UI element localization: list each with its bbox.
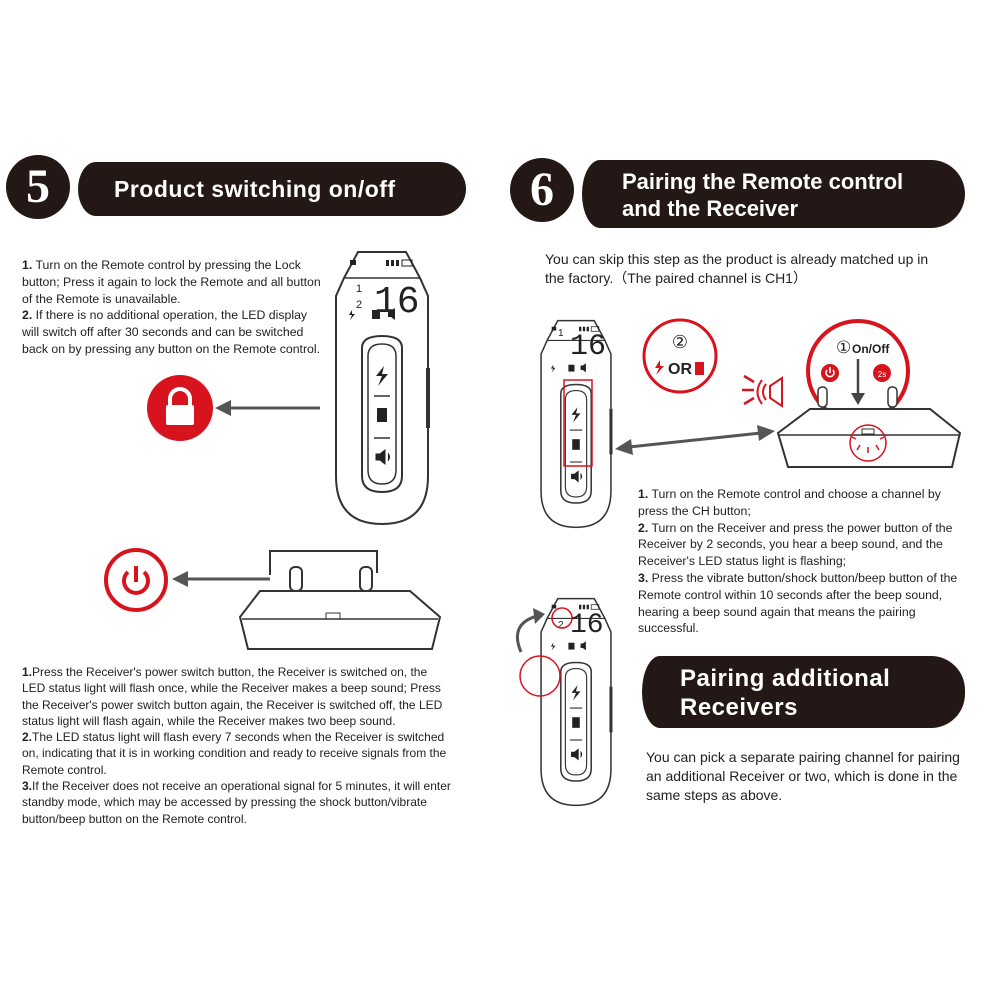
rotate-arrow-icon [516, 608, 561, 697]
shock-or-vibrate-callout: ② OR [642, 318, 718, 394]
lcd-channel-2: 2 [356, 299, 362, 311]
additional-title-line2: Receivers [680, 694, 798, 721]
lock-icon [147, 375, 213, 441]
step-2: 2. Turn on the Receiver and press the po… [638, 520, 953, 569]
pairing-intro: You can skip this step as the product is… [545, 251, 929, 286]
beep-sound-icon [742, 374, 783, 408]
remote-control-illustration: 16 1 2 [326, 248, 438, 528]
remote-instructions: 1. Turn on the Remote control by pressin… [22, 257, 322, 358]
lcd-channel-1: 1 [356, 283, 362, 295]
double-arrow-icon [615, 425, 775, 455]
step-3: 3. Press the vibrate button/shock button… [638, 570, 958, 636]
step-number: ① [836, 338, 851, 357]
power-icon [104, 548, 168, 612]
receiver-illustration: ① On/Off 2s [776, 319, 962, 468]
additional-text: You can pick a separate pairing channel … [646, 749, 960, 803]
arrow-left-icon [215, 400, 320, 416]
receiver-illustration [172, 550, 442, 650]
on-off-label: On/Off [852, 342, 890, 356]
hold-seconds: 2s [878, 370, 886, 379]
lcd-channel-2: 2 [558, 620, 564, 631]
step-2: 2. If there is no additional operation, … [22, 308, 321, 356]
step-number: ② [672, 332, 688, 352]
lcd-digits: 16 [570, 330, 606, 364]
remote-control-illustration: 16 2 [539, 596, 613, 808]
lcd-digits: 16 [374, 281, 420, 324]
remote-control-illustration: 16 1 [539, 318, 613, 530]
lcd-channel-1: 1 [558, 328, 564, 339]
step-1: 1.Press the Receiver's power switch butt… [22, 665, 443, 728]
section-number-5: 5 [6, 155, 70, 219]
section-title-line1: Pairing the Remote control [622, 169, 904, 194]
step-3: 3.If the Receiver does not receive an op… [22, 779, 451, 826]
section-title: Product switching on/off [114, 176, 396, 202]
receiver-instructions: 1.Press the Receiver's power switch butt… [22, 664, 452, 827]
step-1: 1. Turn on the Remote control and choose… [638, 487, 941, 518]
section-number-6: 6 [510, 158, 574, 222]
additional-title-line1: Pairing additional [680, 665, 891, 692]
pairing-instructions: 1. Turn on the Remote control and choose… [638, 486, 958, 637]
section-title-line2: and the Receiver [622, 196, 799, 221]
section-title-bar: Product switching on/off [78, 162, 466, 216]
or-label: OR [668, 361, 692, 378]
lcd-digits: 16 [570, 610, 604, 641]
step-1: 1. Turn on the Remote control by pressin… [22, 258, 321, 306]
step-2: 2.The LED status light will flash every … [22, 730, 447, 777]
